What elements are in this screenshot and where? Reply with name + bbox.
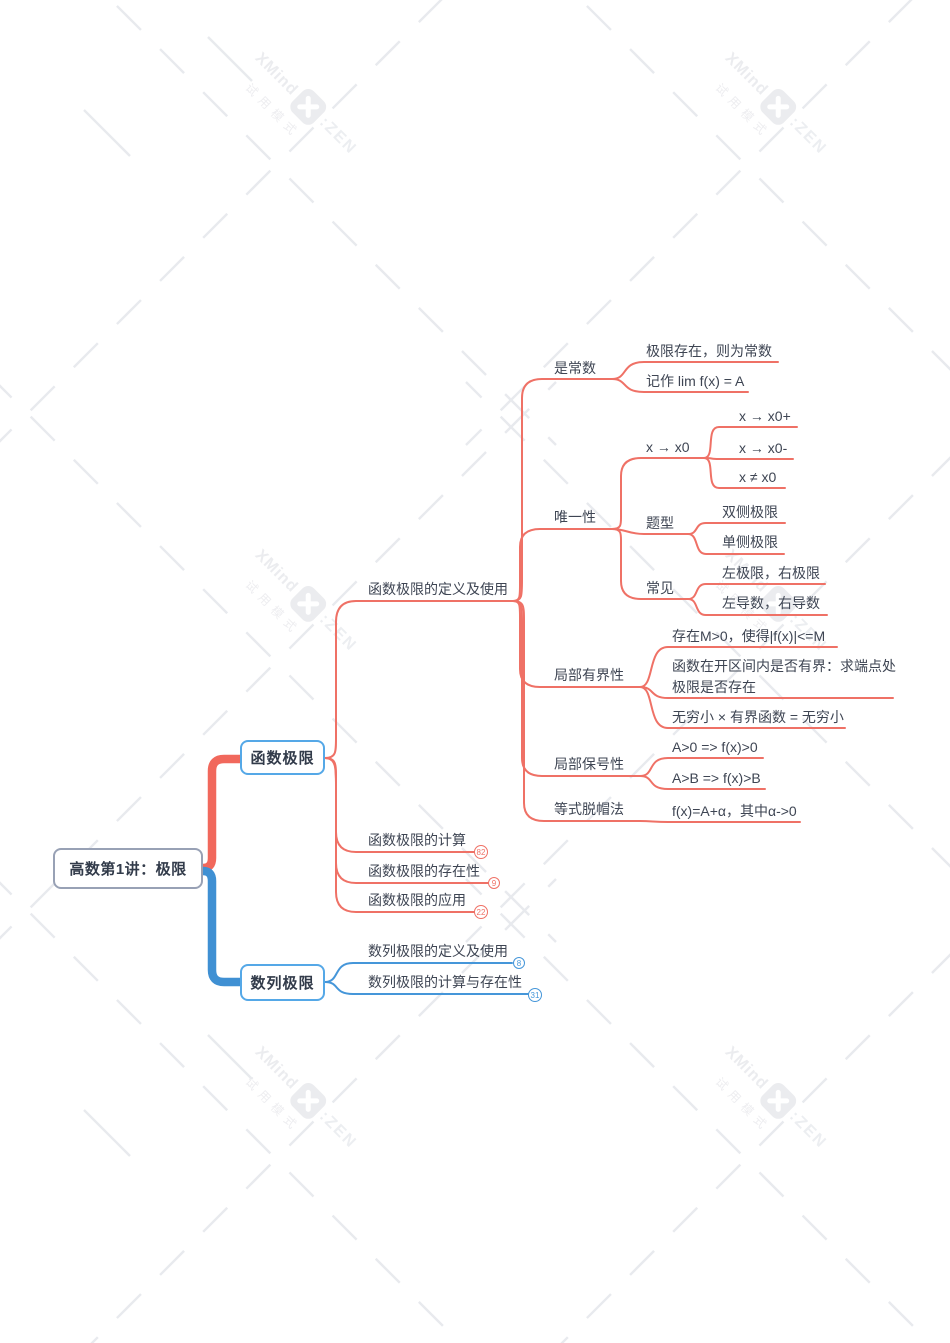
topic-bilateral-limit[interactable]: 双侧极限	[722, 504, 778, 520]
watermark-trial: XMind :ZEN 试用模式	[702, 45, 858, 201]
topic-application[interactable]: 函数极限的应用	[368, 892, 466, 908]
root-to-sequence-branch	[202, 866, 240, 987]
xmind-logo-icon	[287, 1079, 330, 1123]
topic-exists-m[interactable]: 存在M>0，使得|f(x)|<=M	[672, 628, 826, 644]
xmind-logo-icon	[757, 1079, 800, 1123]
topic-function-limit[interactable]: 函数极限	[240, 740, 325, 775]
topic-seq-definition-and-use[interactable]: 数列极限的定义及使用	[368, 943, 508, 959]
xmind-logo-icon	[287, 85, 330, 129]
root-topic[interactable]: 高数第1讲：极限	[53, 848, 203, 889]
watermark-suffix: :ZEN	[786, 1107, 831, 1153]
topic-unilateral-limit[interactable]: 单侧极限	[722, 534, 778, 550]
watermark-trial-label: 试用模式	[712, 1074, 774, 1136]
topic-function-limit-label: 函数极限	[250, 750, 315, 767]
topic-x-neq-x0[interactable]: x ≠ x0	[739, 469, 777, 485]
topic-common[interactable]: 常见	[646, 580, 674, 596]
watermark-trial: XMind :ZEN 试用模式	[232, 542, 388, 698]
topic-local-sign-preserving[interactable]: 局部保号性	[554, 756, 624, 772]
watermark-brand: XMind	[251, 49, 302, 100]
topic-sign-a-gt-b[interactable]: A>B => f(x)>B	[672, 770, 761, 786]
watermark-trial-label: 试用模式	[242, 1074, 304, 1136]
topic-fx-a-plus-alpha[interactable]: f(x)=A+α，其中α->0	[672, 803, 797, 819]
watermark-trial: XMind :ZEN 试用模式	[232, 1039, 388, 1195]
badge-seq-definition-count[interactable]: 8	[513, 957, 525, 969]
watermark-trial-label: 试用模式	[242, 577, 304, 639]
xmind-logo-icon	[757, 85, 800, 129]
topic-is-constant[interactable]: 是常数	[554, 360, 596, 376]
watermark-trial-label: 试用模式	[242, 80, 304, 142]
root-topic-label: 高数第1讲：极限	[69, 861, 187, 878]
topic-denoted-lim[interactable]: 记作 lim f(x) = A	[646, 373, 745, 389]
topic-limit-exists-constant[interactable]: 极限存在，则为常数	[646, 343, 772, 359]
topic-x-to-x0-minus[interactable]: x → x0-	[739, 440, 788, 456]
topic-x-to-x0[interactable]: x → x0	[646, 439, 690, 455]
watermark-trial: XMind :ZEN 试用模式	[702, 1039, 858, 1195]
topic-left-right-derivative[interactable]: 左导数，右导数	[722, 595, 820, 611]
watermark-suffix: :ZEN	[316, 113, 361, 159]
watermark-brand: XMind	[721, 1043, 772, 1094]
badge-existence-count[interactable]: 9	[488, 877, 500, 889]
watermark-brand: XMind	[251, 1043, 302, 1094]
topic-problem-types[interactable]: 题型	[646, 515, 674, 531]
topic-equation-decap[interactable]: 等式脱帽法	[554, 801, 624, 817]
topic-uniqueness[interactable]: 唯一性	[554, 509, 596, 525]
root-branch-lines	[202, 754, 240, 987]
xmind-logo-icon	[287, 582, 330, 626]
topic-sequence-limit-label: 数列极限	[250, 975, 315, 992]
watermark-brand: XMind	[721, 49, 772, 100]
topic-sign-a-gt-0[interactable]: A>0 => f(x)>0	[672, 739, 758, 755]
topic-infinitesimal-bounded[interactable]: 无穷小 × 有界函数 = 无穷小	[672, 709, 844, 725]
watermark-trial-label: 试用模式	[712, 80, 774, 142]
root-to-function-branch	[202, 754, 240, 873]
watermark-brand: XMind	[251, 546, 302, 597]
badge-calculation-count[interactable]: 82	[474, 845, 488, 859]
badge-application-count[interactable]: 22	[474, 905, 488, 919]
topic-definition-and-use[interactable]: 函数极限的定义及使用	[368, 581, 508, 597]
topic-bounded-open-interval[interactable]: 函数在开区间内是否有界：求端点处 极限是否存在	[672, 658, 896, 695]
watermark-extra-dashes	[83, 36, 253, 1157]
watermark-trial: XMind :ZEN 试用模式	[232, 45, 388, 201]
watermark-suffix: :ZEN	[316, 1107, 361, 1153]
badge-seq-calc-count[interactable]: 31	[528, 988, 542, 1002]
watermark-suffix: :ZEN	[786, 113, 831, 159]
topic-local-boundedness[interactable]: 局部有界性	[554, 667, 624, 683]
watermark-suffix: :ZEN	[316, 610, 361, 656]
topic-x-to-x0-plus[interactable]: x → x0+	[739, 408, 791, 424]
topic-sequence-limit[interactable]: 数列极限	[240, 964, 325, 1001]
topic-left-right-limit[interactable]: 左极限，右极限	[722, 565, 820, 581]
topic-existence[interactable]: 函数极限的存在性	[368, 863, 480, 879]
topic-seq-calc-existence[interactable]: 数列极限的计算与存在性	[368, 974, 522, 990]
topic-calculation[interactable]: 函数极限的计算	[368, 832, 466, 848]
